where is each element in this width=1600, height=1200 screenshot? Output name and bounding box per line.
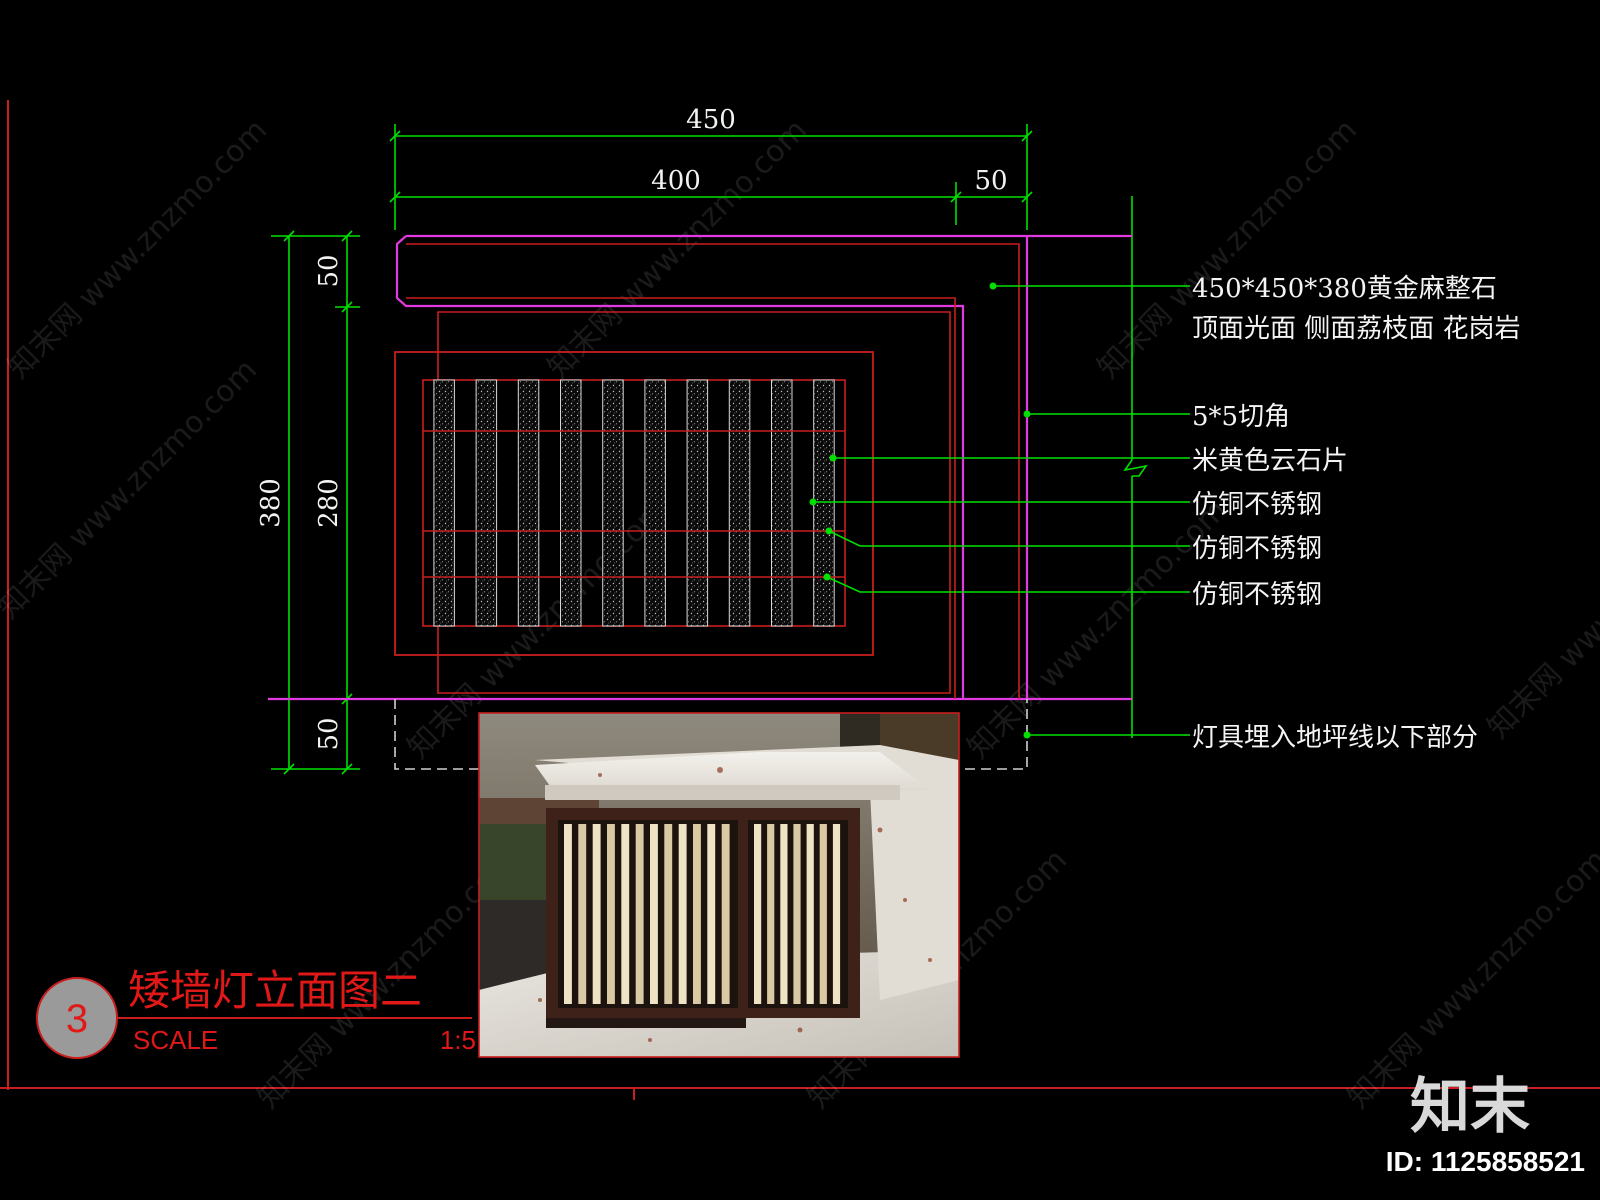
title-block: 3 矮墙灯立面图二 SCALE 1:5 (36, 966, 476, 1059)
dimension-lines (271, 124, 1148, 775)
image-id: ID: 1125858521 (1386, 1146, 1585, 1177)
photo-slat (832, 824, 841, 1004)
dim-body-height: 280 (314, 478, 344, 528)
photo-slat (621, 824, 630, 1004)
site-logo: 知末 (1410, 1072, 1530, 1142)
annotation-bronze-steel-2: 仿铜不锈钢 (1192, 534, 1322, 564)
photo-slat (819, 824, 827, 1004)
annotation-stone-spec: 450*450*380黄金麻整石 (1192, 274, 1497, 304)
photo-slat (721, 824, 730, 1004)
grille-slat (475, 379, 498, 627)
watermark-text: 知末网 www.znzmo.com (1, 113, 274, 386)
annotation-buried-part: 灯具埋入地坪线以下部分 (1192, 723, 1478, 753)
photo-slat (650, 824, 658, 1004)
annotation-bronze-steel-1: 仿铜不锈钢 (1192, 490, 1322, 520)
lamp-frame-outline (394, 351, 874, 656)
grille-slat (644, 379, 666, 627)
rendering-image (478, 712, 960, 1058)
grille-slat (813, 379, 835, 627)
lamp-grille (422, 379, 846, 627)
photo-slat (767, 824, 775, 1004)
photo-slat (592, 824, 601, 1004)
annotation-chamfer: 5*5切角 (1192, 402, 1290, 432)
dim-total-width: 450 (686, 105, 736, 135)
dim-buried-height: 50 (314, 717, 344, 750)
annotation-stone-finish: 顶面光面 侧面荔枝面 花岗岩 (1192, 314, 1521, 344)
watermark-text: 知末网 www.znzmo.com (1481, 473, 1600, 746)
grille-slat (560, 379, 582, 627)
photo-slat (793, 824, 801, 1004)
watermark-text: 知末网 www.znzmo.com (0, 353, 264, 626)
grille-slat (602, 379, 624, 627)
photo-slat (754, 824, 762, 1004)
stone-block-outline (395, 234, 1132, 699)
photo-slat (693, 824, 701, 1004)
photo-slat (578, 824, 587, 1004)
drawing-number: 3 (66, 997, 88, 1041)
stone-slats (433, 379, 835, 627)
photo-slat (780, 824, 788, 1004)
annotation-bronze-steel-3: 仿铜不锈钢 (1192, 580, 1322, 610)
photo-slat (806, 824, 814, 1004)
grille-slat (686, 379, 709, 627)
grille-slat (517, 379, 540, 627)
photo-slat (607, 824, 615, 1004)
leader-dots (809, 282, 1031, 739)
photo-slat (635, 824, 644, 1004)
grille-slat (433, 379, 455, 627)
dim-inner-width: 400 (651, 166, 701, 196)
photo-slat (564, 824, 572, 1004)
drawing-title: 矮墙灯立面图二 (128, 966, 422, 1015)
grille-slat (771, 379, 793, 627)
photo-slat (707, 824, 716, 1004)
dim-offset-width: 50 (974, 166, 1007, 196)
photo-slat (678, 824, 687, 1004)
watermark-text: 知末网 www.znzmo.com (541, 113, 814, 386)
grille-slat (728, 379, 751, 627)
scale-label: SCALE (133, 1025, 218, 1055)
leader-lines (813, 285, 1190, 736)
photo-slat (664, 824, 673, 1004)
dim-total-height: 380 (256, 478, 286, 528)
dim-top-height: 50 (314, 254, 344, 287)
photo-lamp-slats (564, 824, 841, 1004)
scale-value: 1:5 (440, 1025, 476, 1055)
annotation-marble-sheet: 米黄色云石片 (1192, 446, 1348, 476)
